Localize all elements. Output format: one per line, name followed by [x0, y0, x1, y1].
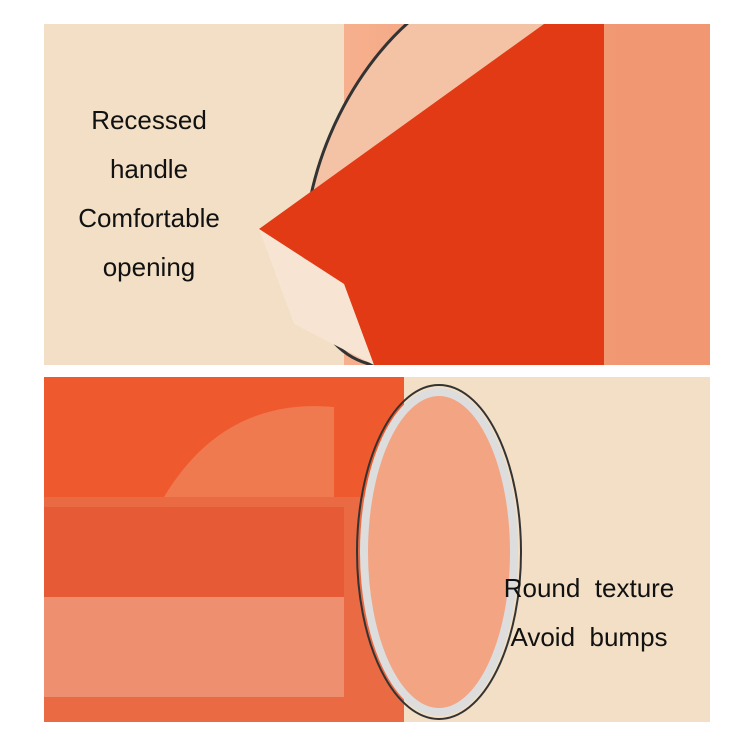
caption-line: handle: [109, 154, 189, 184]
caption-line: Comfortable: [78, 203, 220, 233]
caption-line: opening: [102, 252, 196, 282]
caption-line: Round texture: [503, 573, 675, 603]
caption-line: Recessed: [91, 105, 207, 135]
recessed-handle-panel: Recessed handle Comfortable opening: [44, 24, 710, 365]
product-image-round-edge: [44, 377, 522, 722]
product-image-handle: [259, 24, 710, 365]
round-texture-caption: Round texture Avoid bumps: [474, 564, 704, 662]
caption-line: Avoid bumps: [510, 622, 668, 652]
round-texture-panel: Round texture Avoid bumps: [44, 377, 710, 722]
handle-caption: Recessed handle Comfortable opening: [44, 96, 254, 292]
